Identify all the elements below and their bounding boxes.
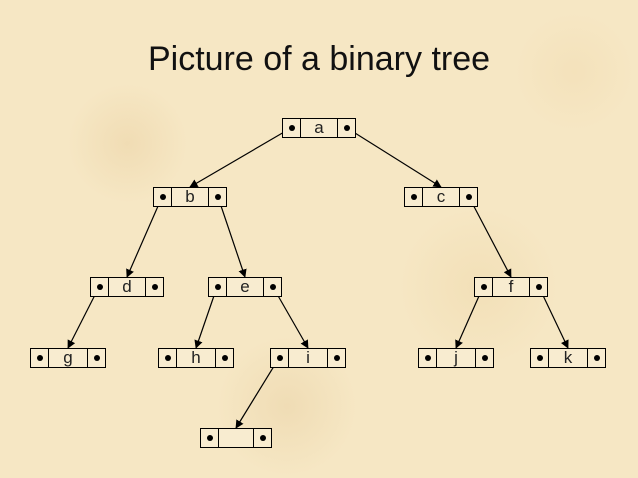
left-pointer-cell: [475, 278, 493, 296]
pointer-dot-icon: [535, 284, 542, 290]
node-value: [219, 429, 253, 447]
edge-a-c: [346, 127, 442, 188]
pointer-dot-icon: [151, 284, 158, 290]
left-pointer-cell: [419, 349, 437, 367]
node-value: d: [122, 277, 132, 296]
pointer-dot-icon: [343, 125, 350, 131]
left-pointer-cell: [154, 188, 172, 206]
right-pointer-cell: [87, 349, 105, 367]
left-pointer-cell: [271, 349, 289, 367]
edge-i-empty: [235, 357, 280, 429]
pointer-dot-icon: [269, 284, 276, 290]
node-value: h: [191, 348, 201, 367]
tree-node-c: c: [404, 187, 478, 207]
node-value: b: [185, 187, 195, 206]
edge-b-d: [126, 196, 163, 278]
tree-node-a: a: [282, 118, 356, 138]
pointer-dot-icon: [593, 355, 600, 361]
pointer-dot-icon: [480, 284, 487, 290]
left-pointer-cell: [201, 429, 219, 447]
pointer-dot-icon: [465, 194, 472, 200]
pointer-dot-icon: [288, 125, 295, 131]
edge-f-j: [455, 286, 484, 349]
pointer-dot-icon: [424, 355, 431, 361]
tree-node-j: j: [418, 348, 494, 368]
node-value: i: [306, 348, 310, 367]
left-pointer-cell: [405, 188, 423, 206]
tree-node-i: i: [270, 348, 346, 368]
node-value: j: [454, 348, 458, 367]
tree-node-b: b: [153, 187, 227, 207]
node-value: g: [63, 348, 73, 367]
pointer-dot-icon: [164, 355, 171, 361]
left-pointer-cell: [91, 278, 109, 296]
left-pointer-cell: [159, 349, 177, 367]
right-pointer-cell: [215, 349, 233, 367]
right-pointer-cell: [263, 278, 281, 296]
pointer-dot-icon: [96, 284, 103, 290]
right-pointer-cell: [459, 188, 477, 206]
right-pointer-cell: [475, 349, 493, 367]
tree-node-d: d: [90, 277, 164, 297]
pointer-dot-icon: [259, 435, 266, 441]
pointer-dot-icon: [221, 355, 228, 361]
tree-node-f: f: [474, 277, 548, 297]
page-title: Picture of a binary tree: [147, 40, 491, 78]
node-value: k: [563, 348, 573, 367]
edge-e-i: [272, 286, 309, 349]
pointer-dot-icon: [159, 194, 166, 200]
right-pointer-cell: [587, 349, 605, 367]
left-pointer-cell: [209, 278, 227, 296]
tree-node-k: k: [530, 348, 606, 368]
right-pointer-cell: [529, 278, 547, 296]
tree-node-e: e: [208, 277, 282, 297]
edge-b-e: [217, 196, 247, 278]
edge-c-f: [468, 196, 512, 278]
pointer-dot-icon: [93, 355, 100, 361]
edge-e-h: [194, 286, 218, 349]
pointer-dot-icon: [214, 194, 221, 200]
pointer-dot-icon: [333, 355, 340, 361]
left-pointer-cell: [531, 349, 549, 367]
node-value: f: [508, 277, 514, 296]
pointer-dot-icon: [206, 435, 213, 441]
edge-a-b: [189, 127, 292, 188]
right-pointer-cell: [253, 429, 271, 447]
right-pointer-cell: [337, 119, 355, 137]
pointer-dot-icon: [536, 355, 543, 361]
pointer-dot-icon: [214, 284, 221, 290]
right-pointer-cell: [145, 278, 163, 296]
right-pointer-cell: [208, 188, 226, 206]
pointer-dot-icon: [36, 355, 43, 361]
tree-node-h: h: [158, 348, 234, 368]
node-value: c: [436, 187, 446, 206]
tree-node-g: g: [30, 348, 106, 368]
pointer-dot-icon: [481, 355, 488, 361]
left-pointer-cell: [283, 119, 301, 137]
edge-f-k: [538, 286, 569, 349]
node-value: e: [240, 277, 250, 296]
pointer-dot-icon: [410, 194, 417, 200]
left-pointer-cell: [31, 349, 49, 367]
pointer-dot-icon: [276, 355, 283, 361]
right-pointer-cell: [327, 349, 345, 367]
tree-node-empty: [200, 428, 272, 448]
node-value: a: [314, 118, 324, 137]
edge-d-g: [67, 286, 100, 349]
